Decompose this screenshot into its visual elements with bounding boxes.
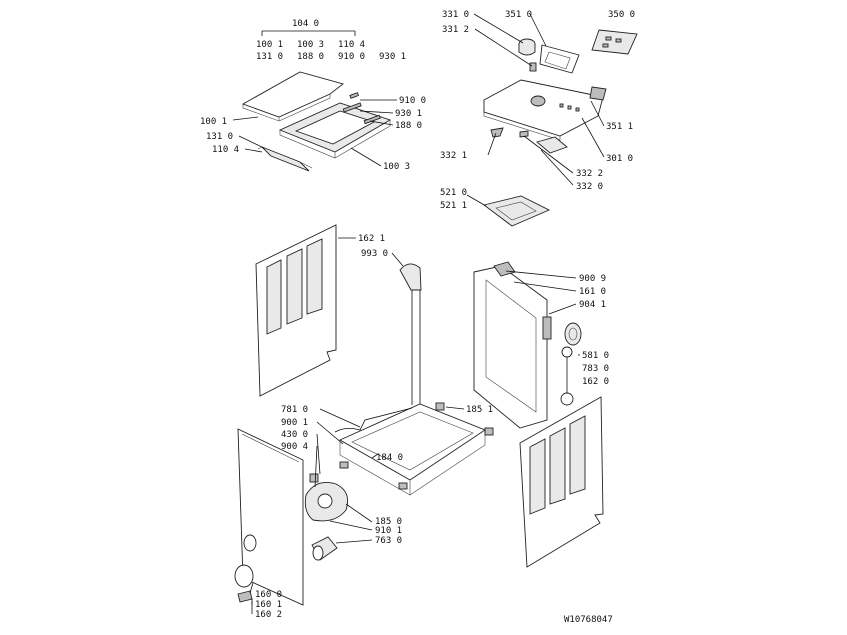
- callout-3500: 350 0: [608, 10, 635, 20]
- pump-part: [564, 322, 582, 346]
- top-cover-part: [241, 71, 344, 118]
- drawing-id: W10768047: [564, 615, 613, 625]
- callout-1600: 160 0: [255, 590, 282, 600]
- callout-1880: 188 0: [395, 121, 422, 131]
- callout-9100-header: 910 0: [338, 52, 365, 62]
- lid-handle-part: [261, 146, 310, 172]
- callout-9101: 910 1: [375, 526, 402, 536]
- callout-9001: 900 1: [281, 418, 308, 428]
- circuit-board-part: [591, 29, 638, 55]
- callout-1851: 185 1: [466, 405, 493, 415]
- dispenser-part: [482, 195, 551, 227]
- callout-3310: 331 0: [442, 10, 469, 20]
- callout-3510: 351 0: [505, 10, 532, 20]
- right-side-panel: [519, 396, 604, 568]
- callout-7830: 783 0: [582, 364, 609, 374]
- filter-cover-part: [234, 564, 254, 588]
- control-panel-group: [483, 29, 638, 154]
- callout-5210: 521 0: [440, 188, 467, 198]
- callout-1310-header: 131 0: [256, 52, 283, 62]
- callout-9004: 900 4: [281, 442, 308, 452]
- callout-3321: 332 1: [440, 151, 467, 161]
- callout-labels: 104 0 100 1 100 3 110 4 131 0 188 0 910 …: [200, 10, 635, 625]
- callout-1001: 100 1: [200, 117, 227, 127]
- callout-1104: 110 4: [212, 145, 239, 155]
- callout-9041: 904 1: [579, 300, 606, 310]
- callout-1003-header: 100 3: [297, 40, 324, 50]
- callout-4300: 430 0: [281, 430, 308, 440]
- callout-1602: 160 2: [255, 610, 282, 620]
- base-frame: [334, 402, 494, 496]
- callout-1310: 131 0: [206, 132, 233, 142]
- hose-part: [399, 263, 422, 291]
- back-panel: [473, 261, 552, 429]
- callout-3322: 332 2: [576, 169, 603, 179]
- callout-1840: 184 0: [376, 453, 403, 463]
- leader-lines: [232, 13, 605, 614]
- callout-1601: 160 1: [255, 600, 282, 610]
- control-console-part: [483, 79, 604, 137]
- left-side-panel: [255, 224, 337, 397]
- callout-9930: 993 0: [361, 249, 388, 259]
- callout-1850: 185 0: [375, 517, 402, 527]
- callout-9301: 930 1: [395, 109, 422, 119]
- front-panel: [237, 428, 304, 606]
- callout-1001-header: 100 1: [256, 40, 283, 50]
- callout-3511: 351 1: [606, 122, 633, 132]
- callout-7630: 763 0: [375, 536, 402, 546]
- callout-5810: 581 0: [582, 351, 609, 361]
- callout-7810: 781 0: [281, 405, 308, 415]
- callout-1620: 162 0: [582, 377, 609, 387]
- callout-1040: 104 0: [292, 19, 319, 29]
- callout-9100: 910 0: [399, 96, 426, 106]
- callout-5211: 521 1: [440, 201, 467, 211]
- top-lid-group: [241, 30, 392, 172]
- callout-1104-header: 110 4: [338, 40, 365, 50]
- callout-9009: 900 9: [579, 274, 606, 284]
- callout-1880-header: 188 0: [297, 52, 324, 62]
- callout-1610: 161 0: [579, 287, 606, 297]
- callout-1621: 162 1: [358, 234, 385, 244]
- callout-3320: 332 0: [576, 182, 603, 192]
- callout-1003: 100 3: [383, 162, 410, 172]
- callout-9301-header: 930 1: [379, 52, 406, 62]
- callout-3312: 331 2: [442, 25, 469, 35]
- callout-3010: 301 0: [606, 154, 633, 164]
